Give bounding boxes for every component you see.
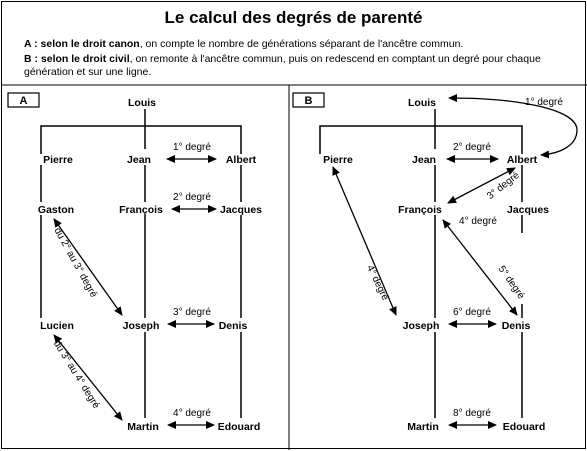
intro-line-b: B : selon le droit civil, on remonte à l… [24, 53, 564, 80]
label-degree-4: 4° degré [173, 408, 211, 419]
arrow-diagonal [332, 166, 397, 316]
arrow-diagonal [53, 218, 123, 316]
label-degree-5: 5° degré [496, 264, 527, 302]
name-jacques: Jacques [507, 204, 549, 216]
name-pierre: Pierre [323, 154, 353, 166]
name-francois: François [119, 204, 163, 216]
name-pierre: Pierre [43, 154, 73, 166]
intro-text: A : selon le droit canon, on compte le n… [24, 38, 564, 81]
name-louis: Louis [128, 97, 156, 109]
label-degree-2: 2° degré [453, 142, 491, 153]
name-martin: Martin [127, 421, 159, 433]
label-degree-4b: 4° degré [459, 216, 497, 227]
arrow-diagonal [53, 334, 123, 421]
panel-a-tag: A [20, 95, 28, 107]
label-degree-4: 4° degré [364, 263, 391, 302]
name-edouard: Edouard [218, 421, 261, 433]
name-denis: Denis [219, 320, 248, 332]
name-jacques: Jacques [220, 204, 262, 216]
label-diagonal-1: du 2° au 3° degré [51, 226, 99, 300]
label-degree-8: 8° degré [453, 408, 491, 419]
label-degree-1: 1° degré [173, 142, 211, 153]
intro-b-text: , on remonte à l'ancêtre commun, puis on… [24, 52, 541, 79]
name-francois: François [398, 204, 442, 216]
label-degree-6: 6° degré [453, 307, 491, 318]
name-louis: Louis [408, 97, 436, 109]
label-diagonal-2: du 3° au 4° degré [51, 339, 102, 411]
arrow-diagonal [447, 167, 516, 204]
panel-a: A Louis Pierre Jean Albert Gaston Franço… [7, 92, 262, 433]
intro-a-prefix: A : selon le droit canon [24, 38, 140, 50]
name-edouard: Edouard [503, 421, 546, 433]
label-degree-3: 3° degré [173, 307, 211, 318]
tree-bracket [319, 125, 523, 154]
arrow-curved [448, 94, 578, 159]
name-joseph: Joseph [123, 320, 160, 332]
name-martin: Martin [407, 421, 439, 433]
panel-b-tag-box [292, 92, 325, 108]
name-albert: Albert [226, 154, 257, 166]
arrow-diagonal [442, 219, 518, 316]
tree-bracket [40, 125, 242, 154]
label-degree-2: 2° degré [173, 192, 211, 203]
label-degree-1: 1° degré [525, 97, 563, 108]
panel-b-tag: B [305, 95, 313, 107]
name-joseph: Joseph [403, 320, 440, 332]
name-gaston: Gaston [38, 204, 74, 216]
name-denis: Denis [502, 320, 531, 332]
name-jean: Jean [412, 154, 436, 166]
intro-line-a: A : selon le droit canon, on compte le n… [24, 38, 564, 52]
intro-b-prefix: B : selon le droit civil [24, 52, 130, 65]
page-title: Le calcul des degrés de parenté [164, 8, 423, 27]
name-jean: Jean [127, 154, 151, 166]
intro-a-text: , on compte le nombre de générations sép… [139, 38, 464, 50]
panel-b: B Louis Pierre Jean Albert François Jacq… [292, 92, 578, 433]
name-albert: Albert [507, 154, 538, 166]
panel-a-tag-box [7, 92, 40, 108]
name-lucien: Lucien [40, 320, 74, 332]
